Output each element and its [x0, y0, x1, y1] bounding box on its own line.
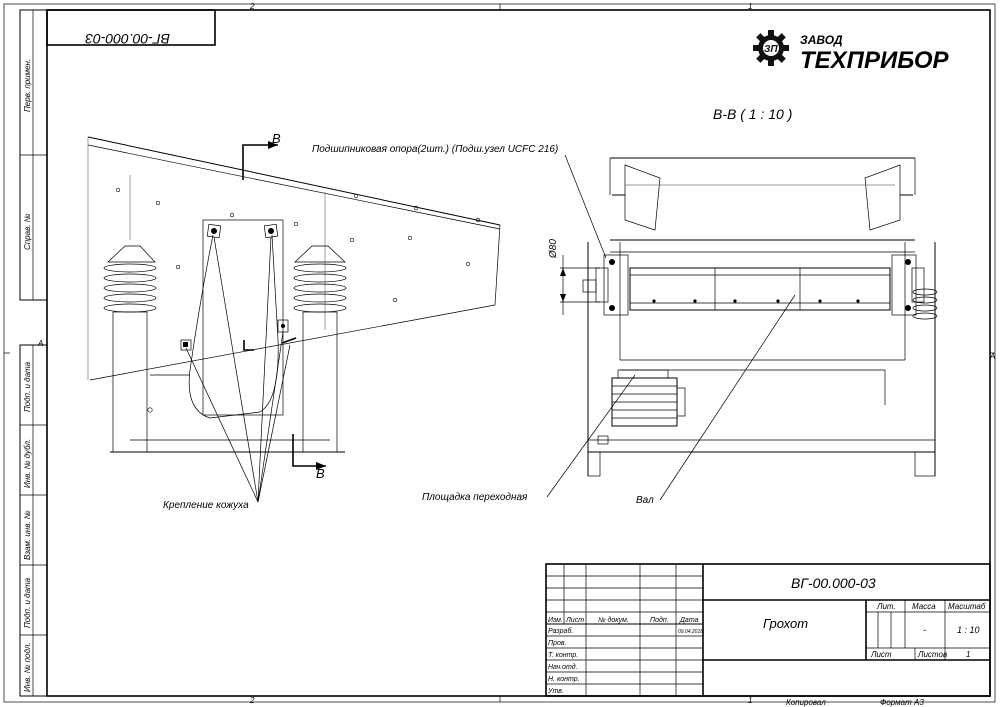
svg-text:ЗП: ЗП	[764, 44, 778, 55]
section-view	[546, 154, 938, 501]
tb-role-tech-control: Т. контр.	[548, 652, 578, 659]
footer-copied: Копировал	[786, 698, 826, 707]
section-title: В-В ( 1 : 10 )	[713, 106, 792, 122]
strip-label-first-use: Перв. примен.	[23, 59, 32, 112]
zone-letter-left: А	[37, 339, 43, 348]
strip-label-dup-inv: Инв. № дубл.	[23, 439, 32, 488]
zone-number-bottom-left: 2	[249, 696, 255, 705]
tb-mass-value: -	[923, 625, 926, 635]
bearing-mount-left	[206, 223, 222, 239]
strip-label-reference: Справ. №	[23, 213, 32, 250]
tb-sheets-value: 1	[966, 650, 970, 659]
spring-left	[103, 245, 157, 453]
callout-shaft: Вал	[636, 495, 654, 506]
callout-cover-fastening: Крепление кожуха	[163, 500, 249, 511]
tb-role-dept-head: Нач.отд.	[548, 663, 578, 671]
section-mark-bottom	[292, 434, 326, 467]
footer-format: Формат А3	[880, 698, 924, 707]
strip-label-sign-date-1: Подп. и дата	[23, 361, 32, 412]
tb-scale-label: Масштаб	[948, 602, 986, 611]
stamp-box	[46, 9, 216, 46]
tb-sheet-label: Лист	[870, 650, 892, 659]
callout-bearing: Подшипниковая опора(2шт.) (Подш.узел UCF…	[312, 144, 558, 155]
bearing-right	[891, 254, 925, 316]
zone-number-bottom-right: 1	[748, 696, 752, 705]
left-view	[87, 136, 501, 503]
logo-line1: ЗАВОД	[800, 33, 843, 47]
tb-mass-label: Масса	[912, 602, 936, 611]
tb-scale-value: 1 : 10	[957, 625, 980, 635]
tb-header-date: Дата	[679, 617, 699, 624]
left-strip	[19, 9, 48, 697]
callout-walkway: Площадка переходная	[422, 492, 528, 503]
bearing-mount-right	[263, 223, 279, 239]
tb-role-approved: Утв.	[547, 688, 564, 695]
zone-number-top-left: 2	[249, 2, 255, 11]
sheet-frame	[3, 3, 996, 703]
section-mark-top	[242, 144, 278, 180]
motor	[611, 369, 686, 427]
strip-label-orig-inv: Инв. № подл.	[23, 642, 32, 692]
tb-header-sheet: Лист	[565, 617, 584, 624]
tb-header-sign: Подп.	[650, 616, 669, 624]
spring-right	[293, 245, 347, 453]
section-mark-bottom-label: В	[316, 466, 325, 481]
shaft-tube	[629, 267, 891, 311]
bearing-left	[582, 254, 629, 316]
tb-role-checker: Пров.	[548, 640, 567, 647]
stamp-mirrored-text: ВГ-00.000-03	[85, 31, 170, 47]
tb-header-doc: № докум.	[598, 616, 629, 624]
strip-label-sign-date-2: Подп. и дата	[23, 577, 32, 628]
tb-name: Грохот	[763, 616, 808, 631]
tb-designation: ВГ-00.000-03	[791, 575, 876, 591]
zone-letter-right: А	[989, 352, 995, 361]
dimension-diameter: Ø80	[548, 239, 559, 259]
gear-icon: ЗП	[753, 30, 789, 66]
tb-date: 09.04.2018	[678, 629, 703, 635]
tb-role-norm-control: Н. контр.	[548, 676, 580, 683]
logo-line2: ТЕХПРИБОР	[800, 47, 950, 74]
tb-role-developer: Разраб.	[548, 627, 573, 635]
logo: ЗП	[753, 30, 789, 66]
section-mark-top-label: В	[272, 131, 281, 146]
strip-label-replace-inv: Взам. инв. №	[23, 510, 32, 560]
tb-lit-label: Лит.	[876, 602, 896, 611]
tb-header-change: Изм.	[548, 617, 563, 624]
zone-number-top-right: 1	[748, 2, 752, 11]
tb-sheets-label: Листов	[917, 650, 947, 659]
title-block	[545, 563, 991, 697]
